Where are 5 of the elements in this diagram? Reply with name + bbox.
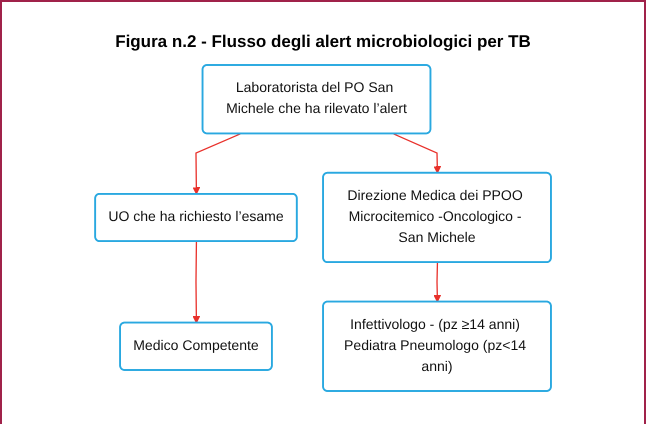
arrow (433, 262, 442, 302)
arrow (192, 242, 200, 324)
arrow (192, 133, 241, 195)
arrow (393, 133, 442, 174)
diagram-title: Figura n.2 - Flusso degli alert microbiologici per TB (115, 32, 531, 52)
